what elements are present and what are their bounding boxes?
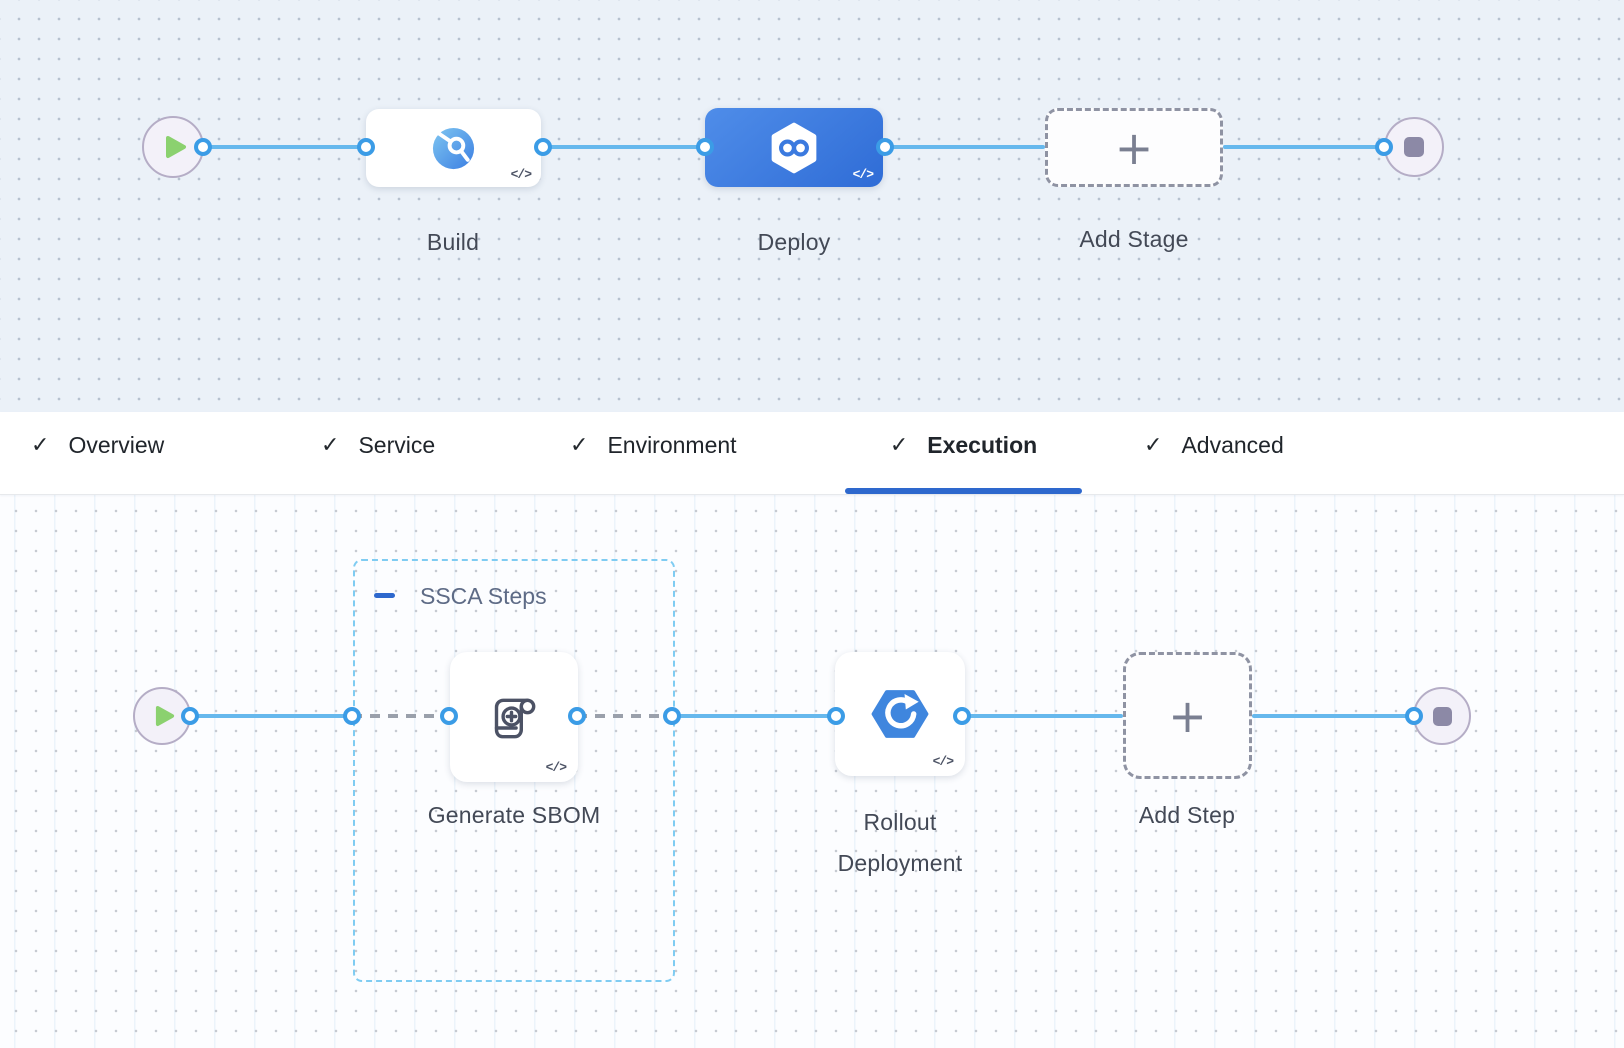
execution-canvas: SSCA Steps xyxy=(0,495,1624,1048)
tab-service[interactable]: ✓ Service xyxy=(321,422,435,468)
connection-point[interactable] xyxy=(696,138,714,156)
connection-point[interactable] xyxy=(827,707,845,725)
stage-canvas: </> Build </> Deploy + Add Stage xyxy=(0,0,1624,412)
add-step-button[interactable]: + xyxy=(1123,652,1252,779)
code-view-glyph[interactable]: </> xyxy=(932,754,954,769)
check-icon: ✓ xyxy=(570,432,589,457)
step-label-rollout-deployment: Rollout Deployment xyxy=(837,809,963,876)
step-group-ssca xyxy=(353,559,675,982)
connector-line xyxy=(203,145,366,149)
active-tab-underline xyxy=(845,488,1082,494)
connector-line xyxy=(885,145,1045,149)
check-icon: ✓ xyxy=(1144,432,1163,457)
step-node-generate-sbom[interactable]: </> xyxy=(450,652,578,782)
stop-icon xyxy=(1404,137,1424,157)
connection-point[interactable] xyxy=(1375,138,1393,156)
connection-point[interactable] xyxy=(194,138,212,156)
check-icon: ✓ xyxy=(321,432,340,457)
stage-config-tabbar: ✓ Overview ✓ Service ✓ Environment ✓ Exe… xyxy=(0,412,1624,495)
stage-label-build: Build xyxy=(426,229,480,255)
tab-label: Advanced xyxy=(1181,431,1284,458)
connector-line xyxy=(1223,145,1384,149)
play-icon xyxy=(155,706,174,727)
connector-line xyxy=(543,145,705,149)
check-icon: ✓ xyxy=(31,432,50,457)
connection-point[interactable] xyxy=(1405,707,1423,725)
stage-label-deploy: Deploy xyxy=(757,229,831,255)
connector-line xyxy=(190,714,352,718)
connection-point[interactable] xyxy=(953,707,971,725)
build-ci-icon xyxy=(432,127,475,169)
add-step-label: Add Step xyxy=(1138,802,1236,828)
step-node-rollout-deployment[interactable]: </> xyxy=(835,652,965,776)
connection-point[interactable] xyxy=(534,138,552,156)
step-group-label: SSCA Steps xyxy=(420,583,547,609)
tab-label: Overview xyxy=(68,431,165,458)
connection-point[interactable] xyxy=(568,707,586,725)
stop-icon xyxy=(1432,706,1452,726)
connection-point[interactable] xyxy=(440,707,458,725)
code-view-glyph[interactable]: </> xyxy=(545,760,567,775)
connector-line xyxy=(672,714,836,718)
rollout-icon xyxy=(871,690,929,738)
stage-node-deploy[interactable]: </> xyxy=(705,108,883,187)
pipeline-end-node xyxy=(1384,117,1444,177)
connection-point[interactable] xyxy=(663,707,681,725)
pipeline-start-node xyxy=(142,116,204,178)
deploy-cd-icon xyxy=(771,122,817,173)
connector-line xyxy=(962,714,1123,718)
add-stage-button[interactable]: + xyxy=(1045,108,1223,187)
sbom-scroll-icon xyxy=(494,698,536,739)
plus-icon: + xyxy=(1114,120,1154,175)
connection-point[interactable] xyxy=(876,138,894,156)
tab-label: Execution xyxy=(927,431,1038,458)
connection-point[interactable] xyxy=(357,138,375,156)
check-icon: ✓ xyxy=(889,432,909,457)
play-icon xyxy=(166,136,186,158)
tab-execution[interactable]: ✓ Execution xyxy=(845,422,1082,468)
add-stage-label: Add Stage xyxy=(1079,226,1189,252)
tab-environment[interactable]: ✓ Environment xyxy=(570,422,737,468)
tab-advanced[interactable]: ✓ Advanced xyxy=(1144,422,1284,468)
tab-overview[interactable]: ✓ Overview xyxy=(31,422,164,468)
connector-line-dashed xyxy=(577,714,672,718)
tab-label: Service xyxy=(358,431,436,458)
code-view-glyph[interactable]: </> xyxy=(852,167,874,182)
plus-icon: + xyxy=(1168,688,1207,743)
connection-point[interactable] xyxy=(181,707,199,725)
tab-label: Environment xyxy=(607,431,737,458)
collapse-group-icon[interactable] xyxy=(374,593,395,598)
stage-node-build[interactable]: </> xyxy=(366,109,541,187)
connector-line xyxy=(1252,714,1414,718)
connector-line-dashed xyxy=(352,714,449,718)
code-view-glyph[interactable]: </> xyxy=(510,167,532,182)
step-label-generate-sbom: Generate SBOM xyxy=(427,802,601,828)
connection-point[interactable] xyxy=(343,707,361,725)
